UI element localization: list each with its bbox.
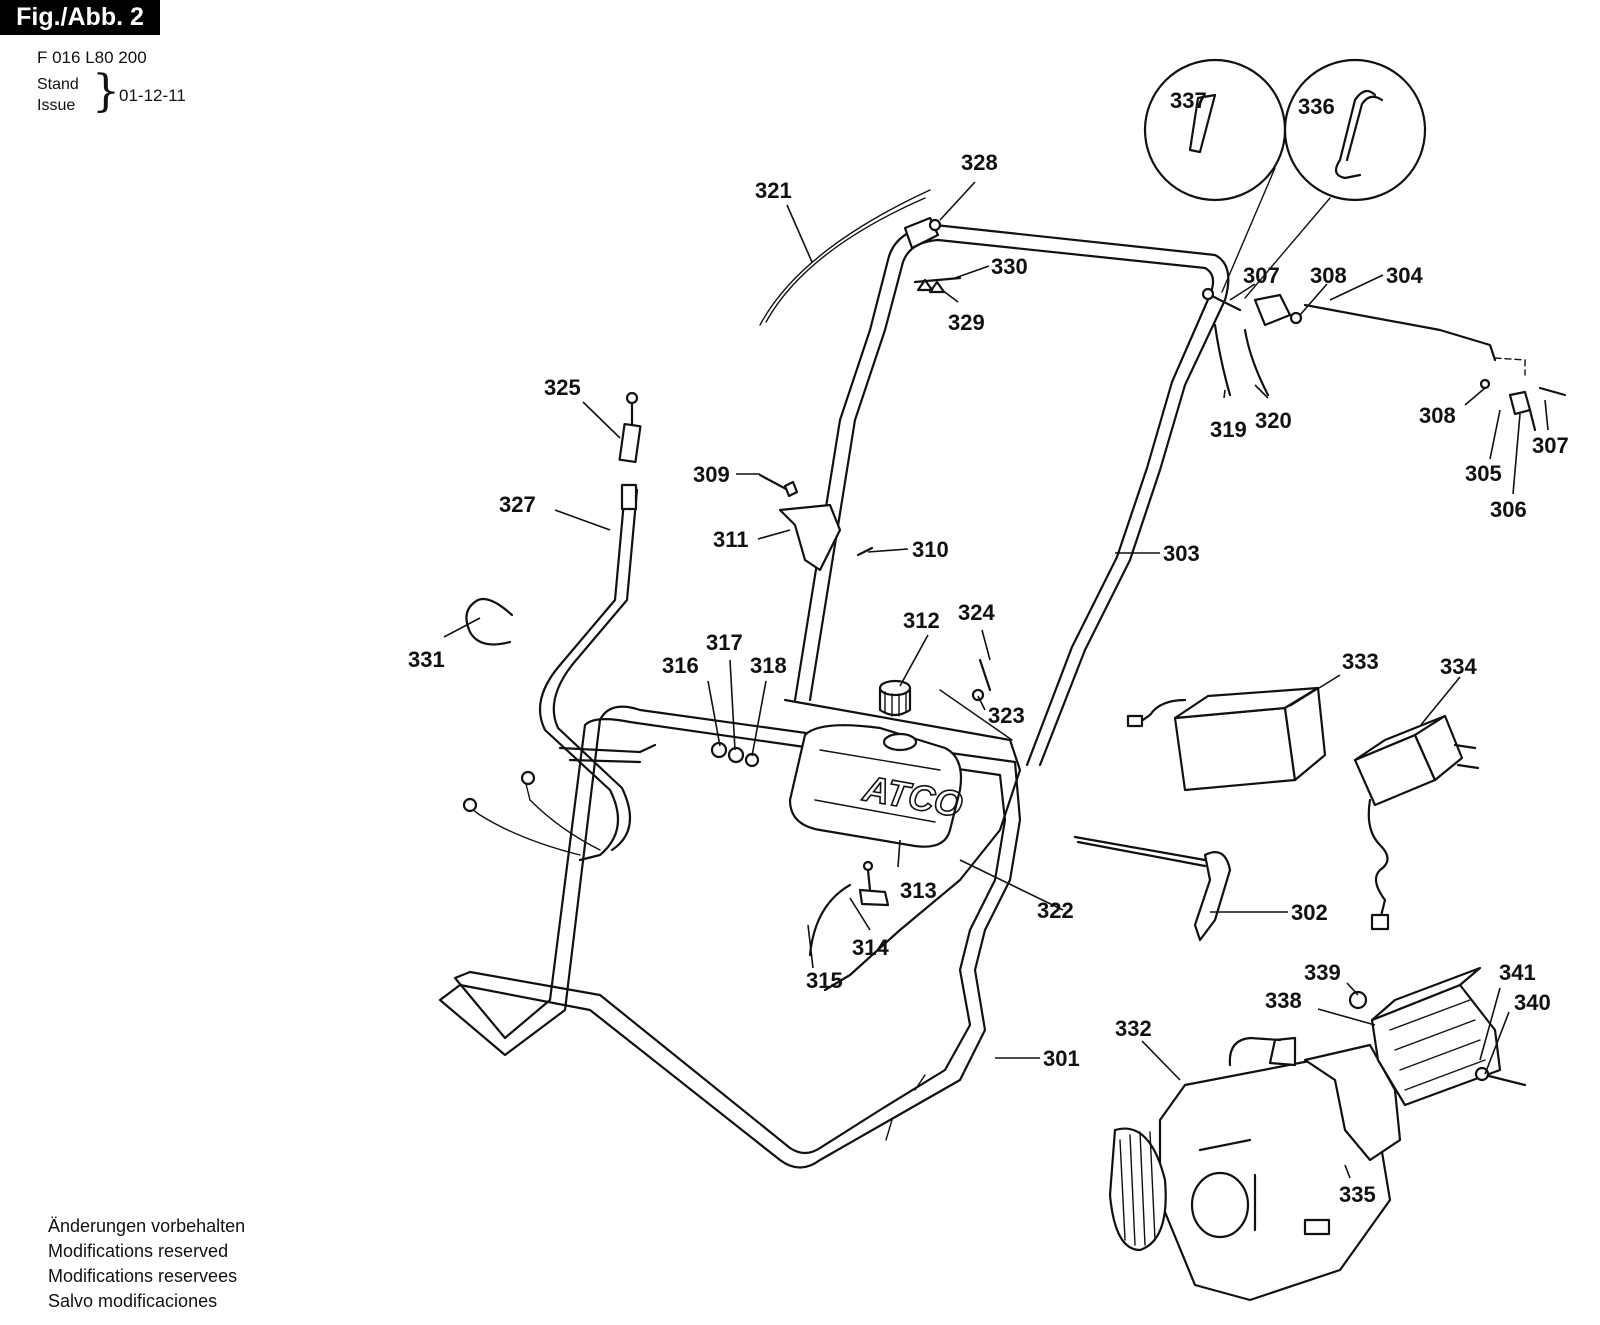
callout-313: 313 [900,878,937,903]
callout-308-left: 308 [1310,263,1347,288]
tank-frame-322 [783,689,1022,992]
callout-311: 311 [713,527,749,552]
callout-331: 331 [408,647,445,672]
callout-332: 332 [1115,1016,1152,1041]
screws-329-330 [913,276,962,294]
tank-cap-312 [878,679,912,717]
note-french: Modifications reservees [48,1266,238,1286]
nut-339 [1348,990,1368,1010]
callout-328: 328 [961,150,998,175]
clip-331 [465,597,514,646]
callout-305: 305 [1465,461,1502,486]
connector-325 [618,391,642,464]
brace-glyph: } [92,66,120,117]
callout-340: 340 [1514,990,1551,1015]
detail-leader-lines [1221,167,1331,299]
screw-324 [971,658,992,702]
issue-label: Issue [37,97,76,114]
modification-notes: Änderungen vorbehalten Modifications res… [48,1214,245,1314]
callout-334: 334 [1440,654,1477,679]
callout-307-right: 307 [1532,433,1569,458]
callout-302: 302 [1291,900,1328,925]
fuel-tank-313: ATCO [788,724,966,848]
battery-333 [1126,686,1327,792]
figure-badge: Fig./Abb. 2 [0,0,160,35]
mount-305-306-307 [1479,378,1567,432]
callout-320: 320 [1255,408,1292,433]
note-english: Modifications reserved [48,1241,229,1261]
note-german: Änderungen vorbehalten [48,1216,246,1236]
handle-303 [793,223,1230,767]
issue-date: 01-12-11 [119,86,186,105]
bolt-340 [1474,1066,1527,1087]
callout-338: 338 [1265,988,1302,1013]
leader-lines [443,181,1549,1179]
callout-317: 317 [706,630,743,655]
callout-322: 322 [1037,898,1074,923]
detail-circle-336 [1283,58,1427,202]
callout-341: 341 [1499,960,1536,985]
callout-314: 314 [852,935,889,960]
callout-301: 301 [1043,1046,1080,1071]
note-spanish: Salvo modificaciones [48,1291,218,1311]
clamp-328 [903,216,942,250]
muffler-guard-341 [1370,966,1502,1107]
document-number: F 016 L80 200 [37,48,147,67]
callout-319: 319 [1210,417,1247,442]
callout-324: 324 [958,600,995,625]
callout-304: 304 [1386,263,1423,288]
callout-307-left: 307 [1243,263,1280,288]
fuel-valve-314 [858,860,890,907]
lower-frame-301 [438,705,1022,1169]
callout-323: 323 [988,703,1025,728]
harness-327 [462,483,657,862]
callout-309: 309 [693,462,730,487]
fasteners-316-318 [710,741,760,768]
callout-337: 337 [1170,88,1207,113]
lever-302 [1073,835,1232,942]
callout-316: 316 [662,653,699,678]
linkage-304 [1201,287,1526,397]
callout-315: 315 [806,968,843,993]
callout-327: 327 [499,492,536,517]
stand-issue-label: Stand Issue [37,74,79,116]
callout-336: 336 [1298,94,1335,119]
stand-label: Stand [37,76,79,93]
callout-312: 312 [903,608,940,633]
callout-303: 303 [1163,541,1200,566]
callout-318: 318 [750,653,787,678]
callout-330: 330 [991,254,1028,279]
engine-332 [1108,1036,1402,1302]
callout-333: 333 [1342,649,1379,674]
callout-339: 339 [1304,960,1341,985]
callout-306: 306 [1490,497,1527,522]
detail-circle-337 [1143,58,1287,202]
bracket-311 [758,473,874,572]
callout-325: 325 [544,375,581,400]
callout-335: 335 [1339,1182,1376,1207]
fuel-hose-315 [808,883,852,957]
charger-334 [1353,714,1480,931]
callout-308-right: 308 [1419,403,1456,428]
callout-329: 329 [948,310,985,335]
cable-321 [759,189,931,326]
callout-321: 321 [755,178,792,203]
callout-310: 310 [912,537,949,562]
